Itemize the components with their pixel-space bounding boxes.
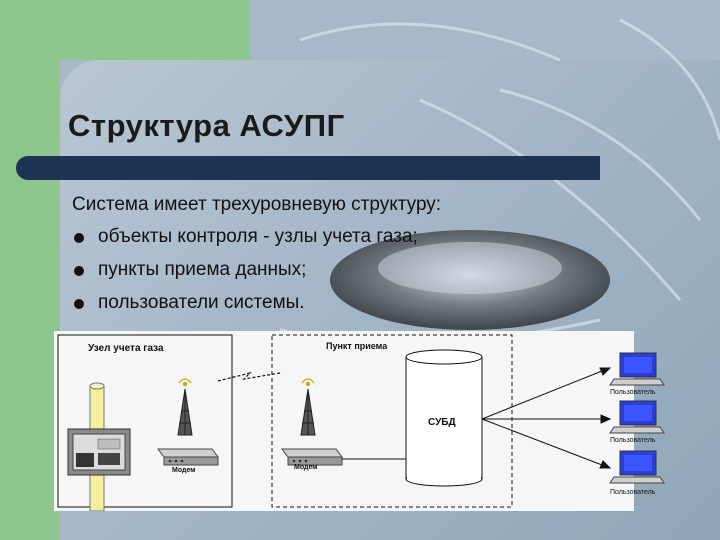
database-label: СУБД bbox=[428, 417, 456, 428]
db-user-connections bbox=[481, 367, 612, 469]
title-underline-bar bbox=[16, 156, 600, 180]
receive-point-label: Пункт приема bbox=[326, 341, 388, 351]
bullet-item: пункты приема данных; bbox=[72, 259, 418, 292]
bullet-item: объекты контроля - узлы учета газа; bbox=[72, 226, 418, 259]
bullet-dot-icon bbox=[74, 299, 84, 309]
bullet-dot-icon bbox=[74, 266, 84, 276]
user-computer-icon bbox=[609, 450, 665, 484]
modem-icon bbox=[157, 448, 219, 466]
user-label: Пользователь bbox=[610, 389, 656, 396]
gas-node-label: Узел учета газа bbox=[88, 343, 164, 354]
receive-point-box bbox=[271, 334, 513, 508]
antenna-tower-icon bbox=[177, 388, 193, 436]
user-label: Пользователь bbox=[610, 489, 656, 496]
modem-label: Модем bbox=[172, 467, 196, 474]
database-cylinder-icon bbox=[405, 349, 483, 487]
bullet-dot-icon bbox=[74, 233, 84, 243]
bullet-item: пользователи системы. bbox=[72, 292, 418, 325]
bullet-list: объекты контроля - узлы учета газа; пунк… bbox=[72, 226, 418, 325]
signal-icon bbox=[178, 378, 192, 387]
green-accent-side bbox=[0, 0, 60, 540]
signal-icon bbox=[301, 378, 315, 387]
wireless-link-icon bbox=[217, 371, 281, 382]
diagram-graphics bbox=[57, 334, 665, 511]
gas-meter-icon bbox=[67, 428, 131, 476]
gas-node-box bbox=[57, 334, 233, 508]
antenna-tower-icon bbox=[300, 388, 316, 436]
user-label: Пользователь bbox=[610, 437, 656, 444]
diagram-background bbox=[54, 331, 634, 511]
user-computer-icon bbox=[609, 400, 665, 434]
user-computer-icon bbox=[609, 352, 665, 386]
bullet-text: пользователи системы. bbox=[98, 292, 305, 313]
modem-label: Модем bbox=[294, 464, 318, 471]
slide-title: Структура АСУПГ bbox=[68, 108, 345, 143]
system-diagram: Узел учета газа Пункт приема СУБД Модем … bbox=[54, 331, 720, 511]
bullet-text: пункты приема данных; bbox=[98, 259, 307, 280]
bullet-text: объекты контроля - узлы учета газа; bbox=[98, 226, 418, 247]
green-accent-top bbox=[0, 0, 250, 60]
modem-icon bbox=[281, 448, 343, 466]
intro-text: Система имеет трехуровневую структуру: bbox=[72, 194, 442, 215]
